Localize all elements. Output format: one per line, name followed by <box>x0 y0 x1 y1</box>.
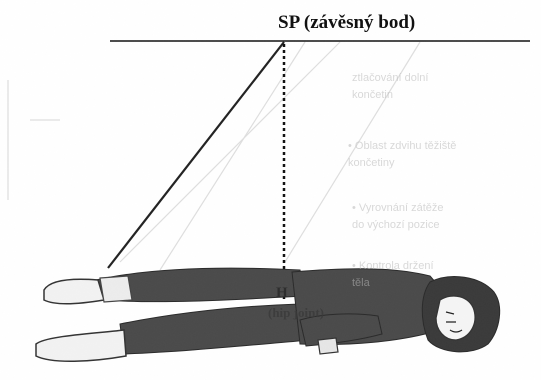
faint-note-2-line-1: • Oblast zdvihu těžiště <box>348 138 456 155</box>
hip-joint-label: (hip joint) <box>268 305 324 321</box>
faint-note-2: • Oblast zdvihu těžiště končetiny <box>348 138 456 172</box>
hip-marker-label: H <box>276 285 288 302</box>
faint-note-4-line-1: • Kontrola držení <box>352 258 434 275</box>
suspension-point-label: SP (závěsný bod) <box>278 12 415 34</box>
faint-note-4-line-2: těla <box>352 275 434 292</box>
faint-note-1-line-1: ztlačování dolní <box>352 70 428 87</box>
faint-note-1: ztlačování dolní končetin <box>352 70 428 104</box>
faint-note-3-line-2: do výchozí pozice <box>352 217 444 234</box>
faint-note-2-line-2: končetiny <box>348 155 456 172</box>
faint-note-3: • Vyrovnání zátěže do výchozí pozice <box>352 200 444 234</box>
faint-note-1-line-2: končetin <box>352 87 428 104</box>
faint-note-4: • Kontrola držení těla <box>352 258 434 292</box>
faint-note-3-line-1: • Vyrovnání zátěže <box>352 200 444 217</box>
